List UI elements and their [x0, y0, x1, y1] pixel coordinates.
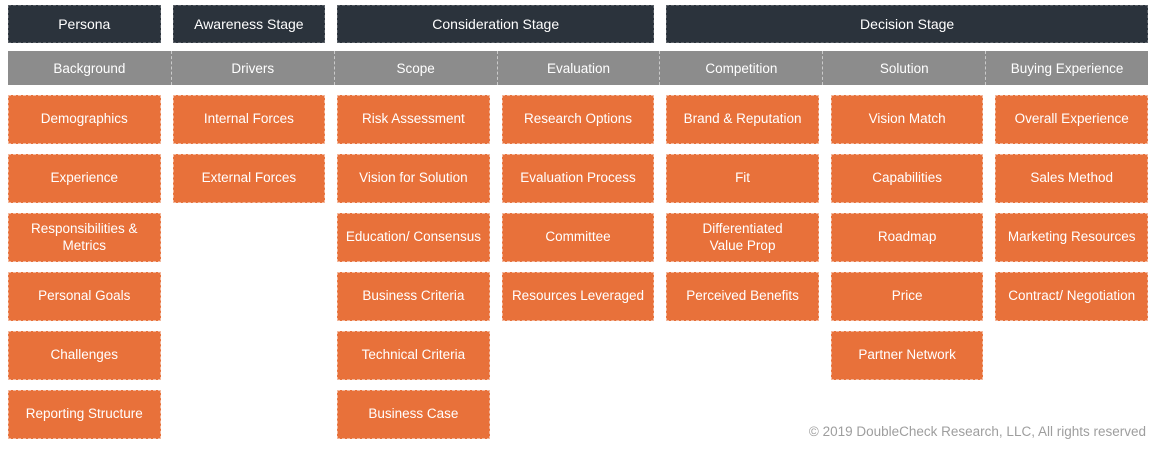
copyright-notice: © 2019 DoubleCheck Research, LLC, All ri…	[808, 424, 1146, 439]
category-band: Background Drivers Scope Evaluation Comp…	[8, 51, 1148, 85]
journey-cell: Partner Network	[830, 331, 984, 380]
stage-persona: Persona	[8, 5, 161, 43]
journey-cell: Contract/ Negotiation	[995, 272, 1148, 321]
column-background: Demographics Experience Responsibilities…	[8, 95, 161, 439]
journey-cell: Marketing Resources	[995, 213, 1148, 262]
journey-cell: Challenges	[8, 331, 161, 380]
column-scope: Risk Assessment Vision for Solution Educ…	[337, 95, 490, 439]
journey-cell: Perceived Benefits	[666, 272, 819, 321]
journey-cell: Education/ Consensus	[337, 213, 490, 262]
journey-cell: Business Case	[337, 390, 490, 439]
journey-cell: Experience	[8, 154, 161, 203]
column-solution: Vision Match Capabilities Roadmap Price …	[830, 95, 984, 380]
journey-cell: Brand & Reputation	[666, 95, 819, 144]
column-competition: Brand & Reputation Fit Differentiated Va…	[666, 95, 819, 321]
column-evaluation: Research Options Evaluation Process Comm…	[501, 95, 655, 321]
journey-cell: Roadmap	[830, 213, 984, 262]
stage-awareness: Awareness Stage	[172, 5, 326, 43]
stage-decision: Decision Stage	[666, 5, 1148, 43]
journey-cell: Evaluation Process	[501, 154, 655, 203]
journey-cell: Internal Forces	[172, 95, 326, 144]
cells-grid: Demographics Experience Responsibilities…	[0, 85, 1156, 439]
journey-cell: Sales Method	[995, 154, 1148, 203]
stage-header-row: Persona Awareness Stage Consideration St…	[0, 0, 1156, 43]
category-solution: Solution	[822, 51, 985, 85]
category-background: Background	[53, 60, 126, 76]
journey-cell: External Forces	[172, 154, 326, 203]
category-evaluation: Evaluation	[496, 51, 660, 85]
journey-cell: Vision Match	[830, 95, 984, 144]
journey-cell: Demographics	[8, 95, 161, 144]
category-drivers: Drivers	[170, 51, 334, 85]
journey-cell: Resources Leveraged	[501, 272, 655, 321]
category-buying-experience: Buying Experience	[985, 51, 1148, 85]
journey-cell: Research Options	[501, 95, 655, 144]
journey-cell: Capabilities	[830, 154, 984, 203]
category-competition: Competition	[659, 51, 822, 85]
journey-cell: Price	[830, 272, 984, 321]
journey-cell: Overall Experience	[995, 95, 1148, 144]
journey-cell: Responsibilities & Metrics	[8, 213, 161, 262]
journey-cell: Vision for Solution	[337, 154, 490, 203]
column-buying-experience: Overall Experience Sales Method Marketin…	[995, 95, 1148, 321]
journey-cell: Risk Assessment	[337, 95, 490, 144]
journey-cell: Personal Goals	[8, 272, 161, 321]
journey-cell: Business Criteria	[337, 272, 490, 321]
category-scope: Scope	[333, 51, 497, 85]
journey-cell: Committee	[501, 213, 655, 262]
journey-cell: Differentiated Value Prop	[666, 213, 819, 262]
column-drivers: Internal Forces External Forces	[172, 95, 326, 203]
journey-cell: Fit	[666, 154, 819, 203]
journey-cell: Reporting Structure	[8, 390, 161, 439]
journey-cell: Technical Criteria	[337, 331, 490, 380]
stage-consideration: Consideration Stage	[337, 5, 655, 43]
